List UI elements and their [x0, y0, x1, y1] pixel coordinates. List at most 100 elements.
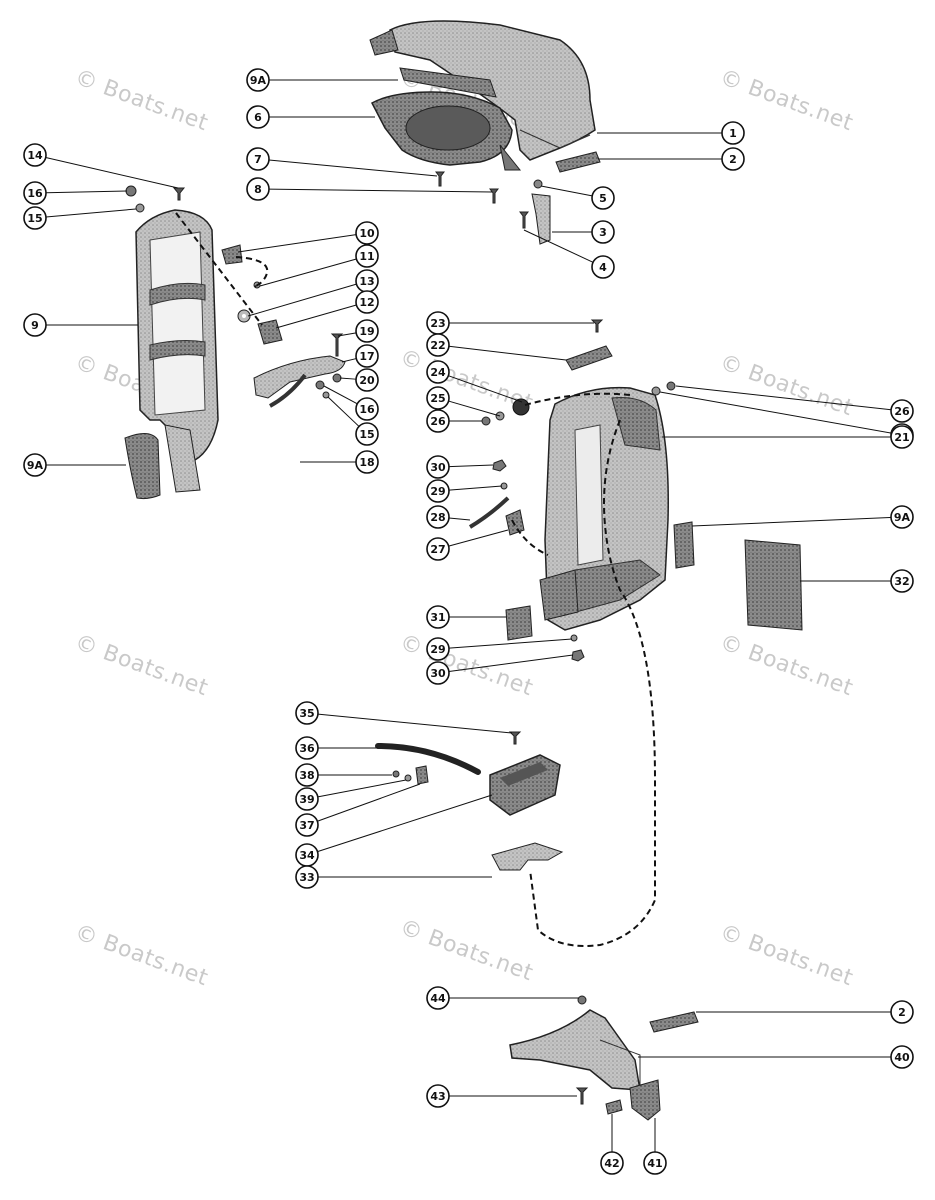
callout-c44[interactable]: 44	[426, 986, 579, 1010]
callout-c32[interactable]: 32	[800, 569, 914, 593]
callout-label: 42	[604, 1157, 619, 1170]
callout-c1[interactable]: 1	[597, 121, 745, 145]
callout-c20[interactable]: 20	[339, 368, 379, 392]
callout-label: 15	[27, 212, 42, 225]
callout-label: 7	[254, 153, 262, 166]
part-16b-nut	[315, 380, 325, 390]
callout-label: 29	[430, 485, 445, 498]
callout-c26a[interactable]: 26	[426, 409, 482, 433]
callout-c29b[interactable]: 29	[426, 637, 573, 661]
leader-line	[317, 713, 513, 734]
callout-c25b[interactable]: 25	[659, 391, 914, 447]
callout-c9[interactable]: 9	[23, 313, 138, 337]
callout-c38[interactable]: 38	[295, 763, 392, 787]
callout-c43[interactable]: 43	[426, 1084, 577, 1108]
callout-circle	[295, 865, 319, 889]
leader-line	[448, 529, 509, 547]
part-41-latch	[629, 1079, 661, 1121]
callout-c4[interactable]: 4	[523, 229, 615, 279]
callout-c33[interactable]: 33	[295, 865, 492, 889]
callout-circle	[23, 313, 47, 337]
callout-circle	[426, 409, 450, 433]
callout-c6[interactable]: 6	[246, 105, 375, 129]
callout-c11[interactable]: 11	[259, 244, 379, 287]
part-36-hose	[375, 743, 481, 775]
leader-line	[45, 190, 128, 194]
callout-c35[interactable]: 35	[295, 701, 513, 734]
callout-c9a2[interactable]: 9A	[23, 453, 126, 477]
leader-line	[45, 156, 179, 189]
callout-c42[interactable]: 42	[600, 1114, 624, 1175]
callout-circle	[426, 505, 450, 529]
callout-c29a[interactable]: 29	[426, 479, 503, 503]
callout-c9a3[interactable]: 9A	[691, 505, 914, 529]
callout-c24[interactable]: 24	[426, 360, 523, 403]
callout-c25a[interactable]: 25	[426, 386, 501, 417]
part-22-latch	[565, 345, 613, 371]
callout-c34[interactable]: 34	[295, 794, 493, 867]
callout-label: 3	[599, 226, 607, 239]
callout-c27[interactable]: 27	[426, 529, 509, 561]
part-21-lower-cowl	[539, 386, 669, 631]
callout-circle	[600, 1151, 624, 1175]
leader-line	[448, 654, 574, 673]
callout-c39[interactable]: 39	[295, 779, 407, 811]
callout-circle	[426, 455, 450, 479]
callout-c2a[interactable]: 2	[598, 147, 745, 171]
callout-c2b[interactable]: 2	[696, 1000, 914, 1024]
callout-c37[interactable]: 37	[295, 783, 421, 837]
callout-c12[interactable]: 12	[275, 290, 379, 329]
callout-circle	[355, 344, 379, 368]
callout-c18[interactable]: 18	[300, 450, 379, 474]
callout-c26b[interactable]: 26	[675, 385, 914, 423]
callout-circle	[426, 479, 450, 503]
callout-label: 26	[430, 415, 446, 428]
callout-c41[interactable]: 41	[643, 1118, 667, 1175]
callout-c3[interactable]: 3	[552, 220, 615, 244]
callout-c14[interactable]: 14	[23, 143, 179, 189]
callout-c10[interactable]: 10	[237, 221, 379, 253]
callout-c9a1[interactable]: 9A	[246, 68, 398, 92]
callout-circle	[591, 255, 615, 279]
callout-label: 14	[27, 149, 43, 162]
callout-c36[interactable]: 36	[295, 736, 378, 760]
callout-c21[interactable]: 21	[662, 425, 914, 449]
callout-circle	[246, 68, 270, 92]
callout-c19[interactable]: 19	[337, 319, 379, 343]
callout-circle	[890, 425, 914, 449]
callout-circle	[23, 181, 47, 205]
callout-c16b[interactable]: 16	[323, 385, 379, 421]
dashed-routing-lines	[175, 212, 656, 947]
callout-circle	[355, 450, 379, 474]
callout-c40[interactable]: 40	[638, 1045, 914, 1069]
callout-label: 16	[27, 187, 43, 200]
leader-line	[540, 185, 593, 197]
part-17-lever	[253, 355, 346, 399]
callout-c15b[interactable]: 15	[327, 396, 379, 446]
callout-c16a[interactable]: 16	[23, 181, 128, 205]
part-14-screw	[172, 187, 186, 201]
callout-c15a[interactable]: 15	[23, 206, 137, 230]
callout-c8[interactable]: 8	[246, 177, 493, 201]
callout-label: 2	[729, 153, 737, 166]
callout-c30a[interactable]: 30	[426, 455, 494, 479]
callout-c22[interactable]: 22	[426, 333, 567, 361]
callout-c7[interactable]: 7	[246, 147, 438, 177]
part-9a-seal-top	[399, 67, 497, 98]
callout-label: 30	[430, 461, 446, 474]
leader-line	[323, 385, 358, 405]
callout-c5[interactable]: 5	[540, 185, 615, 210]
part-31-clip	[505, 605, 533, 641]
callout-label: 19	[359, 325, 374, 338]
callout-label: 21	[894, 431, 909, 444]
callout-c30b[interactable]: 30	[426, 654, 574, 685]
callout-c23[interactable]: 23	[426, 311, 594, 335]
callout-c31[interactable]: 31	[426, 605, 506, 629]
callout-circle	[295, 701, 319, 725]
callout-label: 17	[359, 350, 374, 363]
callout-label: 12	[359, 296, 374, 309]
callout-c28[interactable]: 28	[426, 505, 471, 529]
callout-c17[interactable]: 17	[341, 344, 379, 368]
part-34-tray	[489, 754, 561, 816]
leader-line	[448, 400, 501, 417]
